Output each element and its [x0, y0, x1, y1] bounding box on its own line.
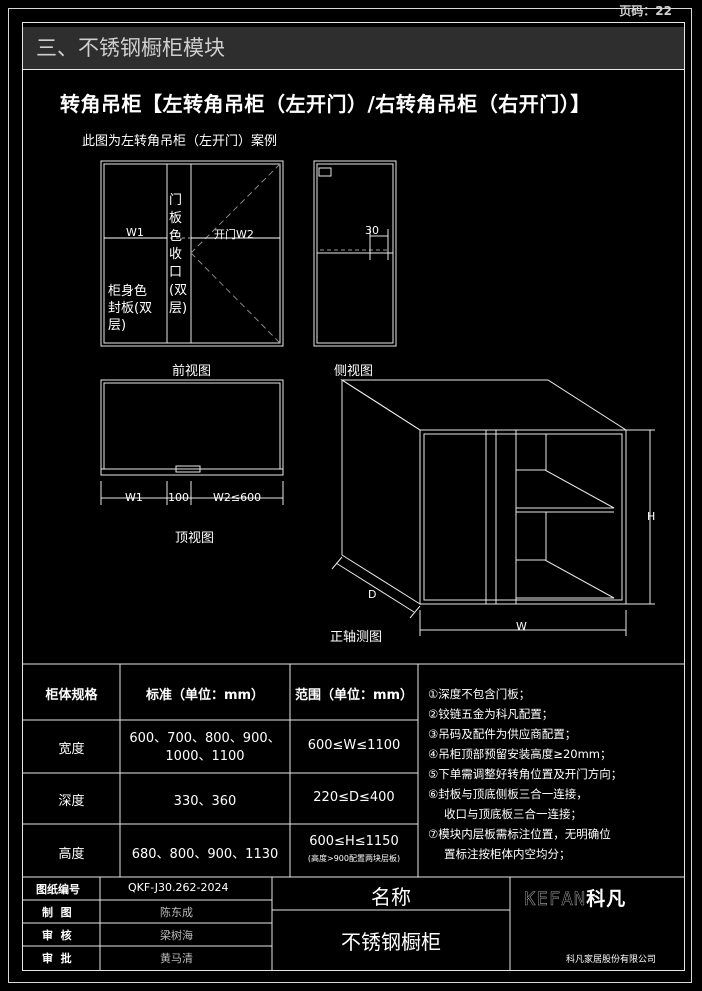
front-w1-label: W1 — [126, 226, 144, 239]
check-label: 审 核 — [42, 929, 72, 942]
table-row-depth-name: 深度 — [58, 794, 85, 809]
table-row-height-range-note: (高度>900配置两块层板) — [307, 854, 401, 863]
note-item: ②铰链五金为科凡配置； — [428, 707, 554, 721]
note-item: 置标注按柜体内空均分； — [444, 847, 571, 861]
table-row-height-name: 高度 — [58, 847, 85, 862]
front-body-panel-text: 柜身色 封板(双 层) — [108, 284, 153, 333]
logo-cn: 科凡 — [586, 888, 627, 910]
top-gap-label: 100 — [168, 491, 189, 504]
inner-frame — [22, 22, 685, 971]
top-view — [100, 379, 284, 505]
side-dim-label: 30 — [365, 224, 379, 237]
note-item: ①深度不包含门板； — [428, 687, 531, 701]
approved-by: 黄马清 — [160, 952, 193, 965]
note-item: ⑤下单需调整好转角位置及开门方向； — [428, 767, 623, 781]
drawn-by: 陈东成 — [160, 906, 193, 919]
isometric-view — [331, 379, 655, 636]
table-row-height-range: 600≤H≤1150 — [309, 834, 399, 849]
note-item: ⑥封板与顶底侧板三合一连接， — [428, 787, 588, 801]
side-view — [313, 160, 397, 347]
page-number: 页码：22 — [619, 4, 672, 18]
company-logo: KEFAN科凡 — [524, 884, 626, 911]
table-row-width-standard: 600、700、800、900、1000、1100 — [129, 731, 281, 764]
top-view-label: 顶视图 — [175, 531, 215, 546]
table-header-spec: 柜体规格 — [45, 688, 98, 703]
outer-frame — [8, 8, 692, 983]
front-trim-text: 门 板 色 收 口 (双 层) — [169, 193, 188, 316]
front-door-w2-label: 开门W2 — [214, 228, 254, 241]
section-bar — [23, 27, 684, 70]
section-title: 三、不锈钢橱柜模块 — [36, 36, 225, 60]
spec-table-grid — [23, 663, 684, 878]
iso-h-label: H — [647, 510, 656, 523]
iso-view-label: 正轴测图 — [330, 630, 383, 645]
table-row-depth-range: 220≤D≤400 — [313, 790, 395, 805]
table-row-width-name: 宽度 — [58, 742, 85, 757]
front-view-label: 前视图 — [172, 364, 212, 379]
iso-d-label: D — [368, 588, 377, 601]
note-item: 收口与顶底板三合一连接； — [444, 807, 582, 821]
table-row-width-range: 600≤W≤1100 — [307, 738, 401, 753]
drawn-label: 制 图 — [42, 906, 72, 919]
iso-w-label: W — [516, 620, 527, 633]
table-header-standard: 标准（单位：mm） — [145, 688, 265, 703]
logo-latin: KEFAN — [524, 888, 587, 910]
top-w1-label: W1 — [125, 491, 143, 504]
table-row-height-standard: 680、800、900、1130 — [131, 847, 279, 862]
drawing-no-value: QKF-J30.262-2024 — [128, 881, 229, 894]
note-item: ⑦模块内层板需标注位置，无明确位 — [428, 827, 611, 841]
drawing-caption: 此图为左转角吊柜（左开门）案例 — [82, 134, 278, 149]
title-block-grid — [23, 877, 511, 970]
table-row-depth-standard: 330、360 — [173, 794, 237, 809]
name-value: 不锈钢橱柜 — [341, 930, 441, 954]
note-item: ④吊柜顶部预留安装高度≥20mm； — [428, 747, 612, 761]
company-name: 科凡家居股份有限公司 — [566, 955, 657, 965]
approve-label: 审 批 — [42, 952, 72, 965]
notes-list: ①深度不包含门板； ②铰链五金为科凡配置； ③吊码及配件为供应商配置； ④吊柜顶… — [428, 684, 622, 864]
drawing-no-label: 图纸编号 — [36, 883, 80, 896]
side-view-label: 侧视图 — [334, 364, 374, 379]
checked-by: 梁树海 — [160, 929, 193, 942]
top-w2-label: W2≤600 — [213, 491, 262, 504]
name-label: 名称 — [371, 885, 411, 909]
table-header-range: 范围（单位：mm） — [294, 688, 414, 703]
main-title: 转角吊柜【左转角吊柜（左开门）/右转角吊柜（右开门）】 — [60, 92, 591, 116]
front-view — [100, 160, 284, 347]
note-item: ③吊码及配件为供应商配置； — [428, 727, 577, 741]
